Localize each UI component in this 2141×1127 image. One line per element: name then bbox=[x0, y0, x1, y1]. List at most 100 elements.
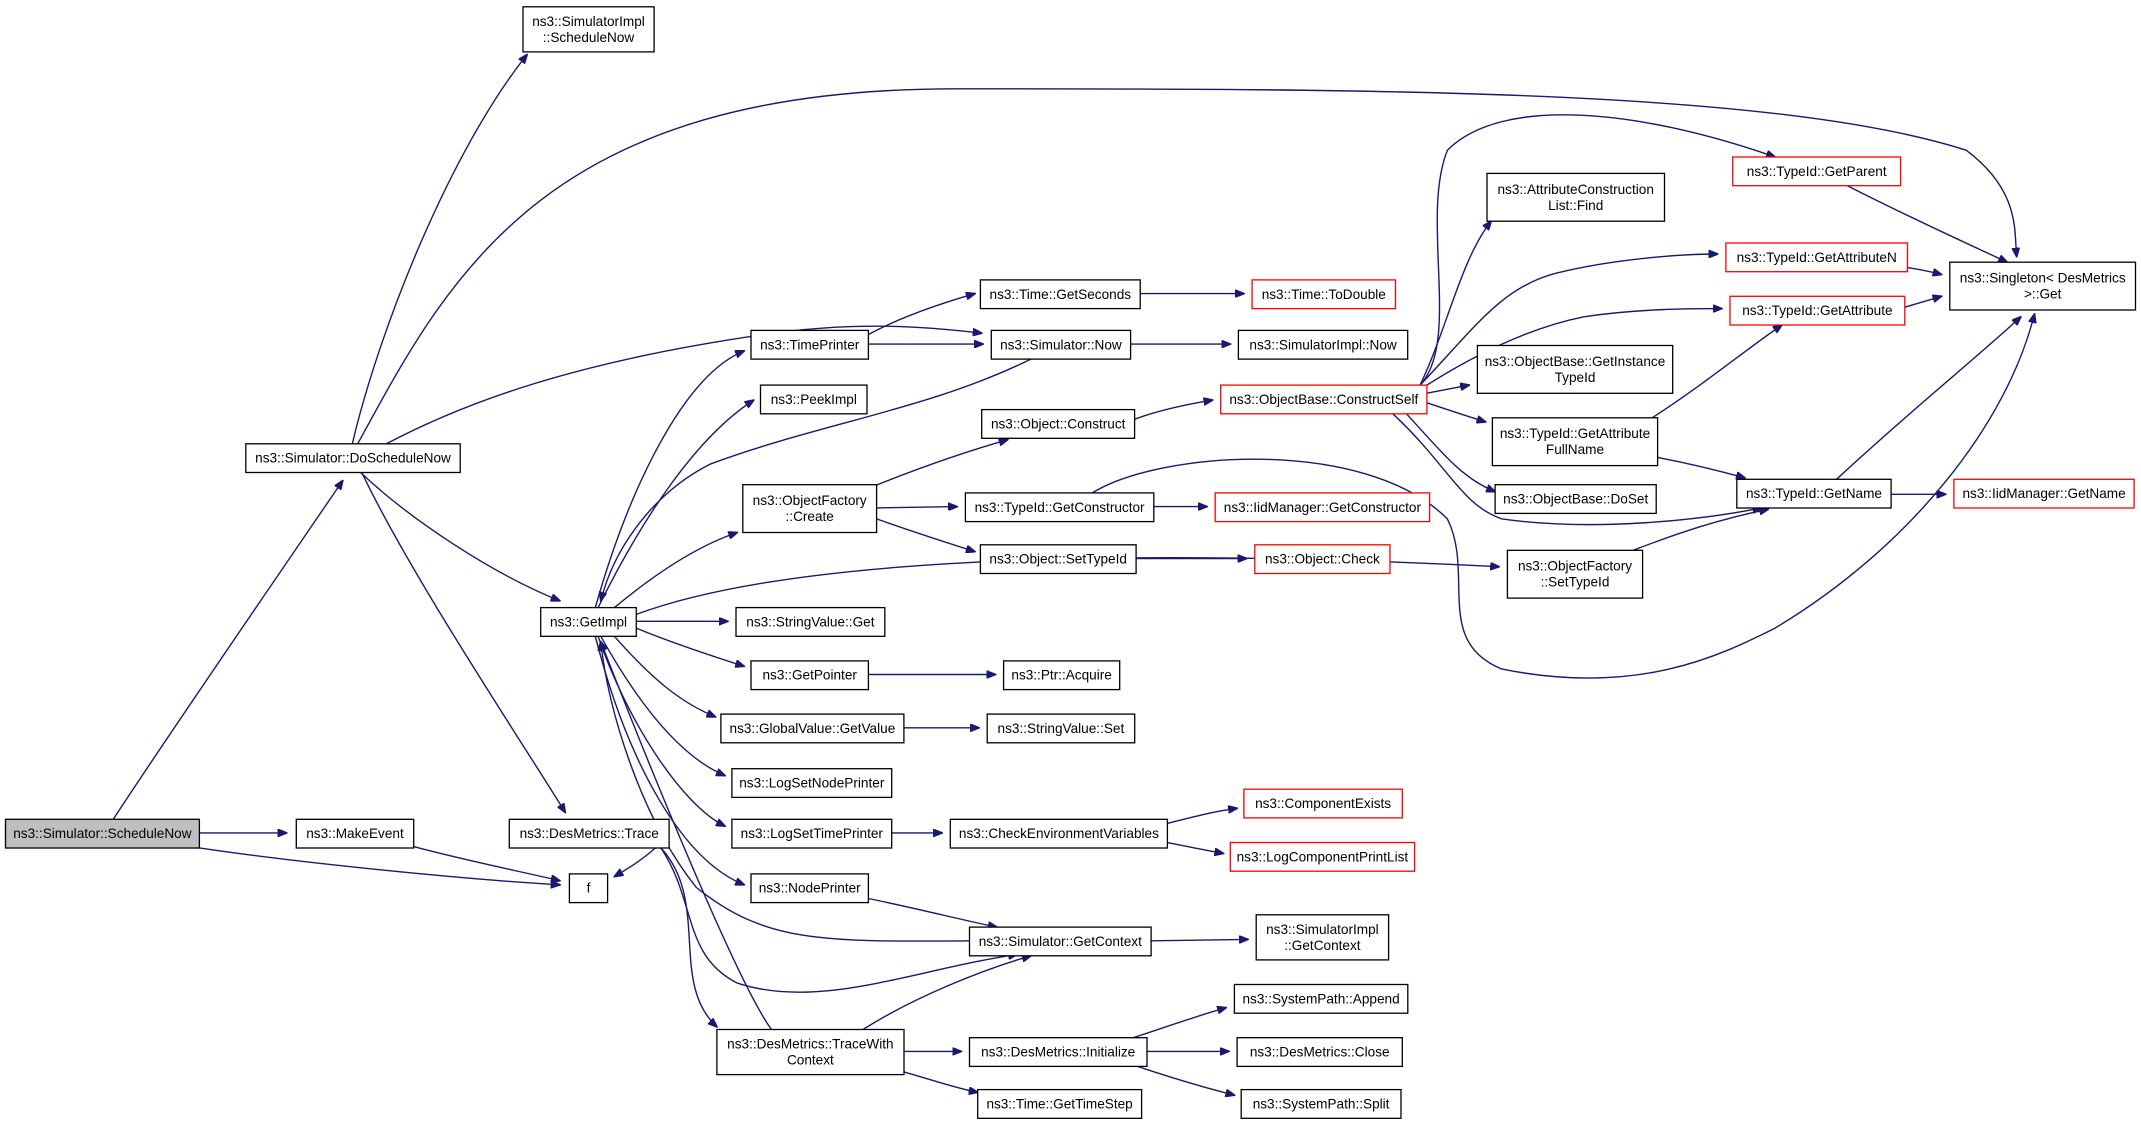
node-label: List::Find bbox=[1548, 198, 1603, 213]
edge-line bbox=[597, 636, 725, 826]
node-timeprinter[interactable]: ns3::TimePrinter bbox=[750, 329, 870, 360]
edge-line bbox=[1426, 385, 1469, 394]
edge-getimpl-to-lognode bbox=[600, 635, 725, 775]
node-label: ns3::ObjectFactory bbox=[1518, 559, 1632, 574]
node-compexists[interactable]: ns3::ComponentExists bbox=[1243, 788, 1403, 819]
edge-line bbox=[1907, 266, 1942, 275]
edge-getcontext-to-getimpl bbox=[601, 642, 970, 942]
node-trace[interactable]: ns3::DesMetrics::Trace bbox=[508, 818, 670, 849]
node-label: ns3::TimePrinter bbox=[760, 337, 860, 352]
node-box bbox=[1494, 484, 1657, 515]
edge-constructself-to-getattr bbox=[1426, 309, 1722, 386]
node-label: ns3::IidManager::GetName bbox=[1962, 486, 2125, 501]
node-objfactcreate[interactable]: ns3::ObjectFactory::Create bbox=[742, 484, 878, 534]
node-strget[interactable]: ns3::StringValue::Get bbox=[735, 606, 886, 637]
node-makeevent[interactable]: ns3::MakeEvent bbox=[295, 818, 415, 849]
node-box bbox=[1729, 295, 1906, 326]
edge-trace-to-f bbox=[614, 847, 656, 877]
node-box bbox=[979, 544, 1137, 575]
node-simnow[interactable]: ns3::Simulator::Now bbox=[990, 329, 1132, 360]
node-box bbox=[1237, 329, 1409, 360]
node-gettimestep[interactable]: ns3::Time::GetTimeStep bbox=[977, 1088, 1143, 1119]
node-box bbox=[750, 660, 870, 691]
edge-line bbox=[1836, 317, 2021, 480]
node-label: ns3::Object::SetTypeId bbox=[989, 552, 1127, 567]
node-getpointer[interactable]: ns3::GetPointer bbox=[750, 660, 870, 691]
node-getname[interactable]: ns3::TypeId::GetName bbox=[1736, 478, 1892, 509]
node-nodeprinter[interactable]: ns3::NodePrinter bbox=[750, 873, 870, 904]
edge-constructself-to-getattrfull bbox=[1426, 402, 1486, 422]
edge-root-to-f bbox=[199, 847, 559, 885]
node-getconstructor[interactable]: ns3::TypeId::GetConstructor bbox=[964, 492, 1155, 523]
node-label: ns3::Object::Construct bbox=[991, 417, 1126, 432]
edge-line bbox=[112, 481, 342, 820]
node-objcheck[interactable]: ns3::Object::Check bbox=[1254, 544, 1391, 575]
node-box bbox=[1486, 172, 1666, 222]
node-dosched[interactable]: ns3::Simulator::DoScheduleNow bbox=[245, 443, 461, 474]
node-settypeid[interactable]: ns3::Object::SetTypeId bbox=[979, 544, 1137, 575]
node-box bbox=[1953, 478, 2135, 509]
node-doset[interactable]: ns3::ObjectBase::DoSet bbox=[1494, 484, 1657, 515]
node-todouble[interactable]: ns3::Time::ToDouble bbox=[1251, 279, 1397, 310]
node-box bbox=[990, 329, 1132, 360]
nodes-layer: ns3::Simulator::ScheduleNowns3::Simulato… bbox=[4, 6, 2137, 1119]
edge-timeprinter-to-getseconds bbox=[868, 294, 975, 336]
node-constructself[interactable]: ns3::ObjectBase::ConstructSelf bbox=[1220, 384, 1428, 415]
node-getcontext[interactable]: ns3::Simulator::GetContext bbox=[968, 926, 1152, 957]
node-getparent[interactable]: ns3::TypeId::GetParent bbox=[1732, 156, 1902, 187]
node-getseconds[interactable]: ns3::Time::GetSeconds bbox=[979, 279, 1141, 310]
node-getattrn[interactable]: ns3::TypeId::GetAttributeN bbox=[1725, 242, 1909, 273]
node-getattr[interactable]: ns3::TypeId::GetAttribute bbox=[1729, 295, 1906, 326]
node-label: ns3::SystemPath::Append bbox=[1243, 991, 1400, 1006]
node-simimplctx[interactable]: ns3::SimulatorImpl::GetContext bbox=[1255, 914, 1390, 961]
node-box bbox=[759, 384, 868, 415]
node-label: ::GetContext bbox=[1284, 938, 1361, 953]
node-label: ns3::Time::GetTimeStep bbox=[986, 1097, 1132, 1112]
edge-line bbox=[876, 507, 958, 508]
node-logcomplist[interactable]: ns3::LogComponentPrintList bbox=[1229, 841, 1416, 872]
edge-checkenv-to-logcomplist bbox=[1167, 841, 1223, 854]
node-box bbox=[1240, 1088, 1402, 1119]
node-lognode[interactable]: ns3::LogSetNodePrinter bbox=[731, 768, 893, 799]
edge-line bbox=[601, 358, 1032, 601]
node-simimplnow[interactable]: ns3::SimulatorImpl::Now bbox=[1237, 329, 1409, 360]
node-desclose[interactable]: ns3::DesMetrics::Close bbox=[1236, 1037, 1403, 1068]
node-box bbox=[750, 329, 870, 360]
edge-line bbox=[1392, 413, 1762, 526]
node-box bbox=[968, 1037, 1148, 1068]
node-iidgetcons[interactable]: ns3::IidManager::GetConstructor bbox=[1214, 492, 1431, 523]
edge-line bbox=[1426, 402, 1486, 422]
node-f[interactable]: f bbox=[568, 873, 609, 904]
edge-checkenv-to-compexists bbox=[1167, 808, 1237, 825]
node-spappend[interactable]: ns3::SystemPath::Append bbox=[1233, 983, 1409, 1014]
node-label: ns3::Time::ToDouble bbox=[1262, 287, 1386, 302]
node-schedimpl[interactable]: ns3::SimulatorImpl::ScheduleNow bbox=[522, 6, 655, 53]
node-label: ns3::IidManager::GetConstructor bbox=[1224, 500, 1422, 515]
node-iidgetname[interactable]: ns3::IidManager::GetName bbox=[1953, 478, 2135, 509]
edge-line bbox=[413, 845, 560, 881]
node-spsplit[interactable]: ns3::SystemPath::Split bbox=[1240, 1088, 1402, 1119]
node-globget[interactable]: ns3::GlobalValue::GetValue bbox=[720, 713, 905, 744]
node-box bbox=[568, 873, 609, 904]
node-checkenv[interactable]: ns3::CheckEnvironmentVariables bbox=[949, 818, 1169, 849]
node-objconstruct[interactable]: ns3::Object::Construct bbox=[981, 408, 1136, 439]
edge-line bbox=[357, 88, 2017, 445]
node-factsettype[interactable]: ns3::ObjectFactory::SetTypeId bbox=[1506, 549, 1644, 599]
edge-line bbox=[1419, 114, 1775, 386]
node-singleton[interactable]: ns3::Singleton< DesMetrics >::Get bbox=[1949, 261, 2137, 311]
node-peekimpl[interactable]: ns3::PeekImpl bbox=[759, 384, 868, 415]
node-strset[interactable]: ns3::StringValue::Set bbox=[986, 713, 1136, 744]
node-label: ns3::TypeId::GetParent bbox=[1747, 164, 1887, 179]
node-getimpl[interactable]: ns3::GetImpl bbox=[540, 606, 637, 637]
edge-dosched-to-trace bbox=[361, 472, 566, 812]
node-ptracquire[interactable]: ns3::Ptr::Acquire bbox=[1002, 660, 1121, 691]
edge-dosched-to-schedimpl bbox=[351, 55, 527, 444]
node-logtime[interactable]: ns3::LogSetTimePrinter bbox=[731, 818, 893, 849]
edge-objconstruct-to-constructself bbox=[1134, 400, 1213, 420]
edge-getimpl-to-objfactcreate bbox=[613, 533, 737, 609]
node-desinit[interactable]: ns3::DesMetrics::Initialize bbox=[968, 1037, 1148, 1068]
